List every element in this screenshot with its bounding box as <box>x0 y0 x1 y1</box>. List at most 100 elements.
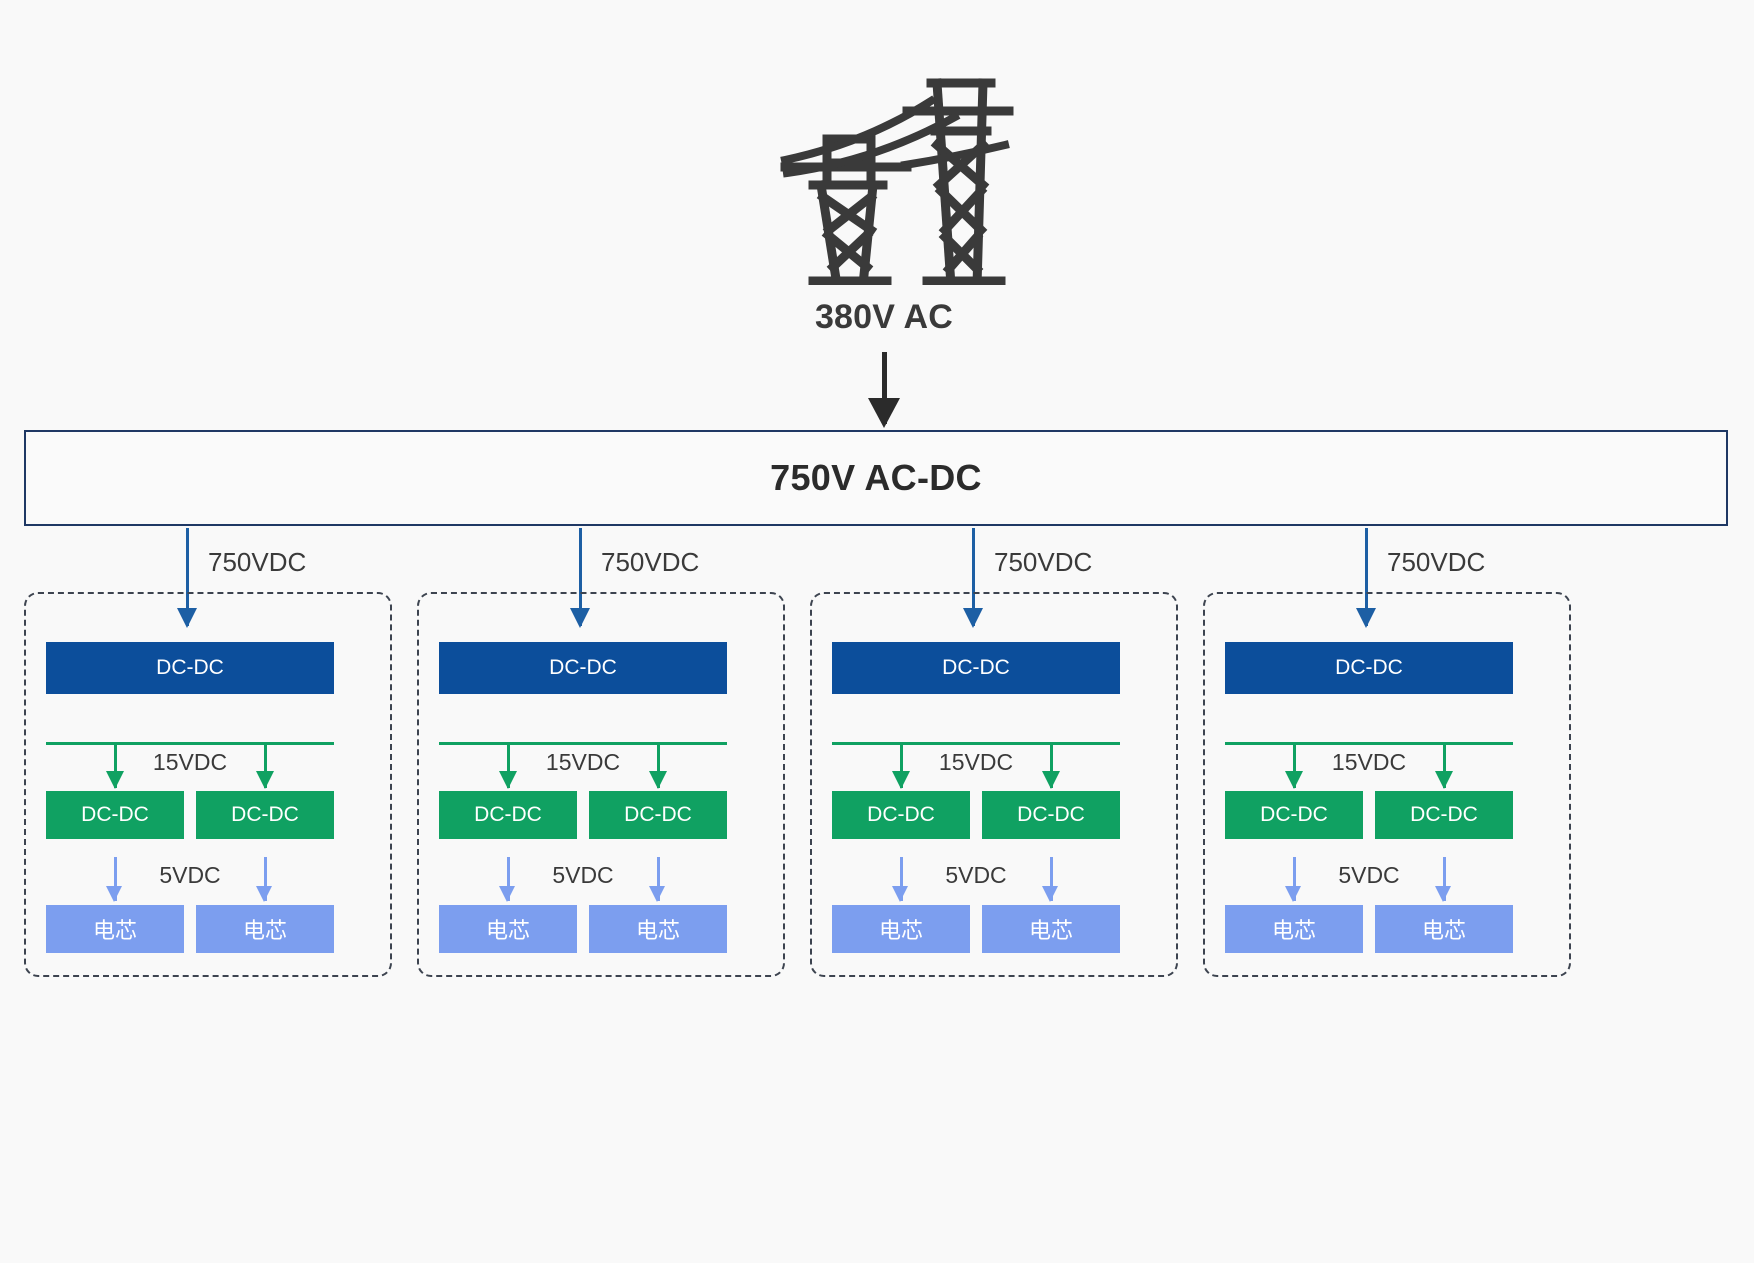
lv-dcdc-block-2a[interactable]: DC-DC <box>832 791 970 839</box>
arrow-shaft <box>1293 857 1296 901</box>
arrow-shaft <box>186 528 189 626</box>
arrow-head <box>1285 886 1301 902</box>
arrow-shaft <box>1293 742 1296 788</box>
bus-arrow-2b <box>1042 742 1060 789</box>
feed-label-3: 750VDC <box>1387 547 1486 577</box>
arrow-head <box>1356 608 1376 628</box>
cell-arrow-3b <box>1435 857 1451 902</box>
arrow-shaft <box>579 528 582 626</box>
cell-arrow-0b <box>256 857 272 902</box>
arrow-head <box>570 608 590 628</box>
arrow-head <box>1435 771 1453 789</box>
hv-dcdc-block-3[interactable]: DC-DC <box>1225 642 1513 694</box>
transmission-tower-icon <box>755 45 1015 285</box>
arrow-shaft <box>1050 742 1053 788</box>
arrow-head <box>106 886 122 902</box>
arrow-shaft <box>1443 742 1446 788</box>
arrow-shaft <box>657 857 660 901</box>
arrow-shaft <box>1443 857 1446 901</box>
arrow-shaft <box>114 857 117 901</box>
arrow-shaft <box>882 352 887 424</box>
bus-arrow-0a <box>106 742 124 789</box>
bus-arrow-3b <box>1435 742 1453 789</box>
arrow-shaft <box>657 742 660 788</box>
cell-label-0: 5VDC <box>159 862 221 888</box>
lv-bus-0 <box>46 742 334 745</box>
cell-block-3a[interactable]: 电芯 <box>1225 905 1363 953</box>
arrow-head <box>256 886 272 902</box>
cell-block-1a[interactable]: 电芯 <box>439 905 577 953</box>
feed-arrow-1 <box>570 528 590 628</box>
arrow-shaft <box>900 857 903 901</box>
cell-block-2b[interactable]: 电芯 <box>982 905 1120 953</box>
cell-block-0b[interactable]: 电芯 <box>196 905 334 953</box>
module-group-0: DC-DC 15VDC DC-DC DC-DC 5VDC 电芯 电芯 <box>24 592 392 977</box>
lv-dcdc-block-0b[interactable]: DC-DC <box>196 791 334 839</box>
lv-dcdc-block-2b[interactable]: DC-DC <box>982 791 1120 839</box>
bus-arrow-2a <box>892 742 910 789</box>
feed-arrow-0 <box>177 528 197 628</box>
feed-label-0: 750VDC <box>208 547 307 577</box>
bus-label-0: 15VDC <box>152 749 228 775</box>
lv-dcdc-block-3b[interactable]: DC-DC <box>1375 791 1513 839</box>
bus-label-2: 15VDC <box>938 749 1014 775</box>
cell-block-1b[interactable]: 电芯 <box>589 905 727 953</box>
lv-dcdc-block-3a[interactable]: DC-DC <box>1225 791 1363 839</box>
arrow-shaft <box>114 742 117 788</box>
module-group-3: DC-DC 15VDC DC-DC DC-DC 5VDC 电芯 电芯 <box>1203 592 1571 977</box>
bus-arrow-1b <box>649 742 667 789</box>
lv-dcdc-block-1b[interactable]: DC-DC <box>589 791 727 839</box>
arrow-head <box>256 771 274 789</box>
arrow-shaft <box>972 528 975 626</box>
arrow-head <box>868 398 900 428</box>
bus-arrow-3a <box>1285 742 1303 789</box>
ac-dc-converter-label: 750V AC-DC <box>770 457 982 498</box>
feed-arrow-2 <box>963 528 983 628</box>
module-group-1: DC-DC 15VDC DC-DC DC-DC 5VDC 电芯 电芯 <box>417 592 785 977</box>
cell-block-3b[interactable]: 电芯 <box>1375 905 1513 953</box>
arrow-shaft <box>264 857 267 901</box>
lv-bus-1 <box>439 742 727 745</box>
feed-label-1: 750VDC <box>601 547 700 577</box>
source-voltage-label: 380V AC <box>814 298 954 336</box>
feed-label-2: 750VDC <box>994 547 1093 577</box>
lv-bus-3 <box>1225 742 1513 745</box>
arrow-shaft <box>264 742 267 788</box>
arrow-shaft <box>1050 857 1053 901</box>
cell-arrow-2a <box>892 857 908 902</box>
arrow-head <box>892 771 910 789</box>
hv-dcdc-block-0[interactable]: DC-DC <box>46 642 334 694</box>
cell-label-1: 5VDC <box>552 862 614 888</box>
bus-label-1: 15VDC <box>545 749 621 775</box>
arrow-shaft <box>1365 528 1368 626</box>
lv-bus-2 <box>832 742 1120 745</box>
arrow-shaft <box>900 742 903 788</box>
arrow-head <box>1042 886 1058 902</box>
arrow-head <box>892 886 908 902</box>
cell-arrow-1b <box>649 857 665 902</box>
arrow-head <box>963 608 983 628</box>
hv-dcdc-block-2[interactable]: DC-DC <box>832 642 1120 694</box>
cell-arrow-1a <box>499 857 515 902</box>
arrow-head <box>1285 771 1303 789</box>
lv-dcdc-block-0a[interactable]: DC-DC <box>46 791 184 839</box>
cell-arrow-3a <box>1285 857 1301 902</box>
ac-dc-converter-bar[interactable]: 750V AC-DC <box>24 430 1728 526</box>
cell-arrow-0a <box>106 857 122 902</box>
arrow-head <box>649 771 667 789</box>
arrow-head <box>649 886 665 902</box>
ac-feed-arrow-icon <box>868 352 900 428</box>
lv-dcdc-block-1a[interactable]: DC-DC <box>439 791 577 839</box>
arrow-head <box>177 608 197 628</box>
hv-dcdc-block-1[interactable]: DC-DC <box>439 642 727 694</box>
cell-label-2: 5VDC <box>945 862 1007 888</box>
arrow-head <box>1042 771 1060 789</box>
arrow-shaft <box>507 857 510 901</box>
arrow-head <box>1435 886 1451 902</box>
module-group-2: DC-DC 15VDC DC-DC DC-DC 5VDC 电芯 电芯 <box>810 592 1178 977</box>
cell-block-2a[interactable]: 电芯 <box>832 905 970 953</box>
cell-label-3: 5VDC <box>1338 862 1400 888</box>
cell-block-0a[interactable]: 电芯 <box>46 905 184 953</box>
bus-label-3: 15VDC <box>1331 749 1407 775</box>
